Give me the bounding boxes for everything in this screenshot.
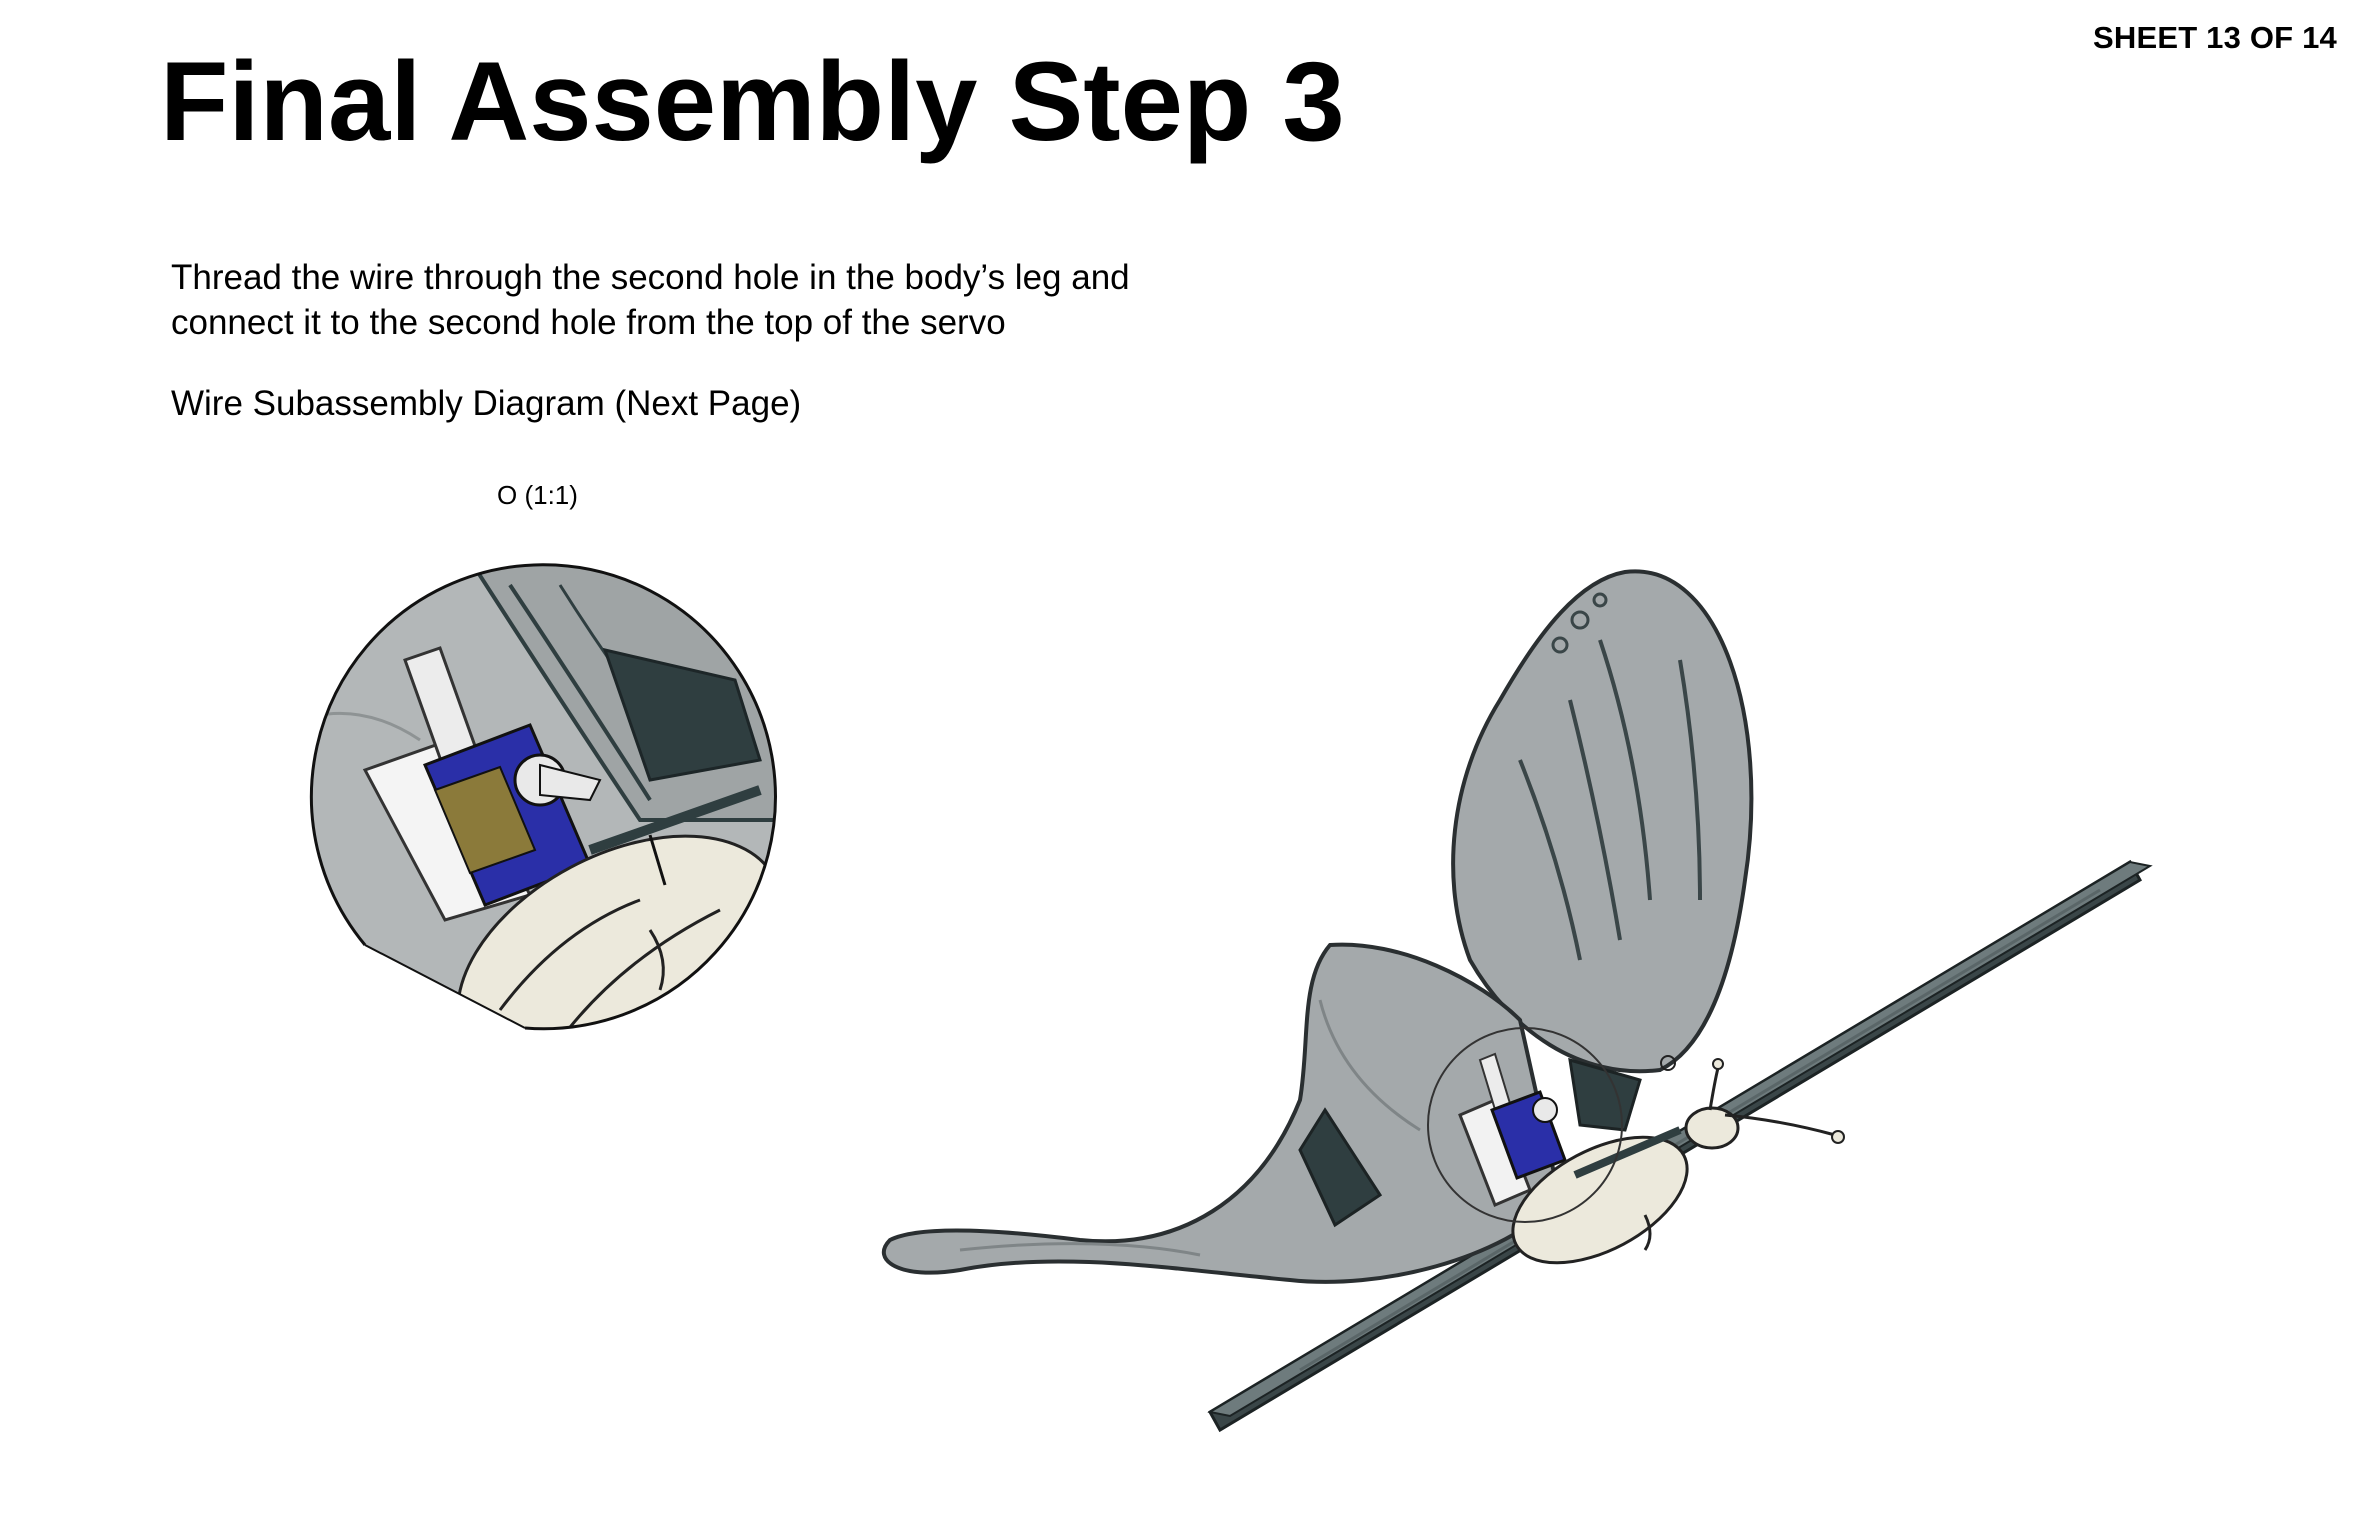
page-title: Final Assembly Step 3 — [160, 39, 1345, 164]
body-main — [1511, 1058, 1845, 1265]
servo-detail — [423, 723, 602, 907]
sheet-number: SHEET 13 OF 14 — [2092, 20, 2337, 55]
instruction-line-2: connect it to the second hole from the t… — [171, 303, 1006, 342]
detail-view-label: O (1:1) — [497, 480, 578, 510]
subassembly-reference: Wire Subassembly Diagram (Next Page) — [171, 384, 802, 423]
instruction-line-1: Thread the wire through the second hole … — [171, 258, 1130, 297]
instruction-text: Thread the wire through the second hole … — [171, 255, 1371, 345]
assembly-model — [882, 569, 2153, 1433]
detail-callout-circle — [1427, 1027, 1623, 1223]
detail-view-o — [309, 563, 777, 1031]
servo-main — [1490, 1090, 1567, 1180]
